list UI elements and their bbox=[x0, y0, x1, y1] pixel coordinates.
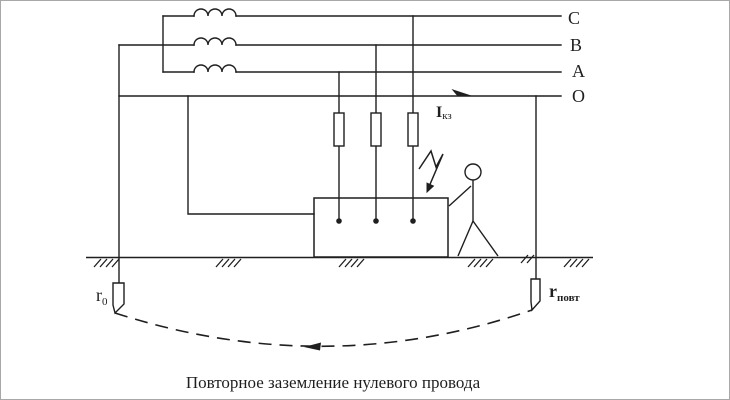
equipment-box bbox=[313, 197, 449, 258]
fault-lightning-icon bbox=[418, 149, 444, 194]
ground-resistance-rpovt-label: rповт bbox=[549, 281, 580, 304]
ground-hatch-icon bbox=[93, 258, 120, 268]
person-head bbox=[464, 163, 482, 181]
phase-label-o: O bbox=[572, 86, 585, 106]
electrode-rpovt-icon bbox=[530, 278, 541, 312]
terminal-dot bbox=[336, 218, 342, 224]
diagram-caption: Повторное заземление нулевого провода bbox=[186, 373, 481, 392]
equipment-terminals bbox=[336, 218, 416, 224]
fuse-icon bbox=[370, 112, 382, 147]
person-arm bbox=[448, 185, 472, 207]
transformer-winding-a-icon bbox=[193, 64, 237, 73]
person-icon bbox=[448, 163, 499, 257]
fuse-icon bbox=[333, 112, 345, 147]
ground-hatching bbox=[93, 254, 590, 268]
ground-hatch-icon bbox=[338, 258, 365, 268]
ground-hatch-icon bbox=[520, 254, 535, 264]
ground-hatch-icon bbox=[467, 258, 494, 268]
labels: C B A O Iкз r0 rповт Повторное заземлени… bbox=[96, 8, 585, 392]
terminal-dot bbox=[373, 218, 379, 224]
phase-label-c: C bbox=[568, 8, 580, 28]
short-circuit-current-label: Iкз bbox=[436, 104, 452, 122]
earth-current-arrow-icon bbox=[304, 342, 321, 351]
person-legs bbox=[457, 219, 499, 257]
transformer-winding-c-icon bbox=[193, 8, 237, 17]
terminal-dot bbox=[410, 218, 416, 224]
ground-resistance-r0-label: r0 bbox=[96, 285, 108, 308]
ground-hatch-icon bbox=[563, 258, 590, 268]
fuses bbox=[333, 112, 419, 147]
transformer-winding-b-icon bbox=[193, 37, 237, 46]
phase-label-b: B bbox=[570, 35, 582, 55]
current-arrow-icon bbox=[451, 88, 472, 97]
ground-hatch-icon bbox=[215, 258, 242, 268]
earth-current-path bbox=[114, 309, 533, 351]
fuse-icon bbox=[407, 112, 419, 147]
phase-label-a: A bbox=[572, 61, 585, 81]
electrode-r0-icon bbox=[112, 282, 125, 315]
protective-neutral-conductor bbox=[187, 95, 315, 215]
